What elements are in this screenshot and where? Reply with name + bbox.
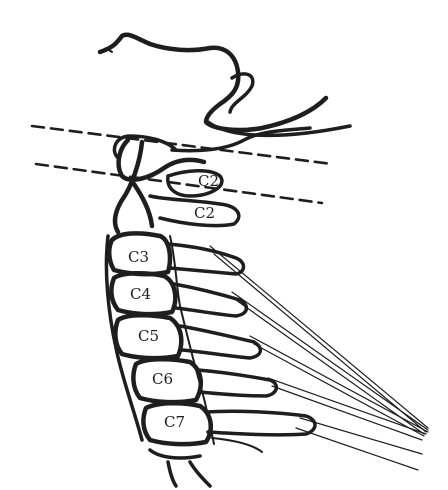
- label-c7: C7: [164, 413, 185, 431]
- label-c2-upper: C2: [198, 172, 219, 190]
- lower-dashed-line: [36, 164, 322, 203]
- label-c6: C6: [152, 370, 173, 388]
- dashed-reference-lines: [32, 126, 332, 203]
- label-c4: C4: [130, 285, 151, 303]
- label-c2-lower: C2: [194, 204, 215, 222]
- skull-base-outline: [100, 35, 350, 136]
- label-c5: C5: [138, 327, 159, 345]
- label-c3: C3: [128, 248, 149, 266]
